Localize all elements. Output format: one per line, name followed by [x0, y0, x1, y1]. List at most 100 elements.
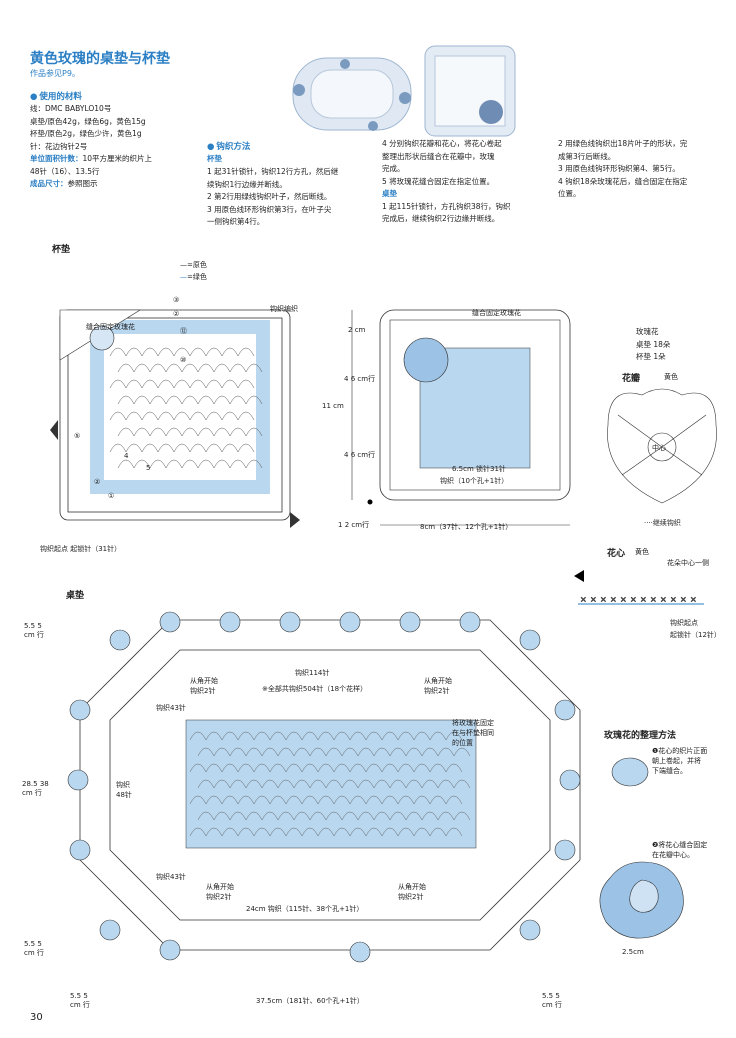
coaster-start-note: 钩织起点 起锁针（31针）: [40, 545, 122, 553]
side-43b: 钩织43针: [156, 873, 186, 881]
rose-info: 玫瑰花 桌垫 18朵 杯垫 1朵: [636, 326, 670, 364]
gauge-value: 10平方厘米的织片上: [82, 154, 153, 163]
materials-list: 线：DMC BABYLO10号 桌垫/原色42g，绿色6g，黄色15g 杯垫/原…: [30, 103, 152, 191]
row-mark: ①: [108, 492, 115, 500]
bottom-inner: 24cm 钩织（115针、38个孔+1针）: [246, 905, 364, 913]
dim-11: 11 cm: [322, 402, 344, 410]
svg-text:×: ×: [670, 595, 677, 604]
row-mark: ③: [173, 296, 180, 304]
corner-br: 从角开始钩织2针: [398, 883, 426, 901]
petal-center: 中心: [652, 444, 666, 452]
coaster-edge-note: 钩织编织: [270, 305, 298, 313]
row-mark: ⑩: [180, 356, 187, 364]
coaster-fill-grid: [90, 320, 270, 494]
svg-text:×: ×: [600, 595, 607, 604]
mat-rose-note: 将玫瑰花固定在与杯垫相同的位置: [452, 719, 494, 747]
method-col2: 4 分别钩织花瓣和花心，将花心卷起 整理出形状后缝合在花瓣中，玫瑰 完成。 5 …: [382, 138, 511, 226]
method-step: 4 钩织18朵玫瑰花后，缝合固定在指定: [558, 176, 688, 186]
method-step: 续钩织1行边缘并断线。: [207, 179, 287, 189]
rose-size: 2.5cm: [622, 948, 644, 956]
petal-chart: [607, 388, 717, 504]
continue-note: ····继续钩织: [644, 519, 681, 527]
materials-line: 针：花边钩针2号: [30, 141, 88, 151]
inner-rows: 钩织（10个孔+1针）: [440, 477, 509, 485]
method-step: 3 用原色线钩环形钩织第4、第5行。: [558, 164, 680, 173]
bottom-outer: 37.5cm（181针、60个孔+1针）: [256, 997, 364, 1005]
size-label: 成品尺寸：: [30, 179, 68, 188]
dim-rose-note: 缝合固定玫瑰花: [472, 309, 521, 317]
rolled-heart-icon: [611, 757, 649, 787]
dim-4-6b: 4 6 cm行: [344, 451, 376, 459]
svg-text:×: ×: [660, 595, 667, 604]
method-step: 完成。: [382, 164, 405, 173]
svg-text:×: ×: [580, 595, 587, 604]
method-coaster-label: 杯垫: [207, 154, 222, 163]
coaster-chart: [50, 309, 300, 528]
heart-color: 黄色: [635, 548, 649, 556]
svg-text:×: ×: [610, 595, 617, 604]
svg-text:×: ×: [640, 595, 647, 604]
dim-4-6: 4 6 cm行: [344, 375, 376, 383]
rose-coaster-count: 杯垫 1朵: [636, 352, 666, 361]
size-value: 参照图示: [67, 179, 98, 188]
corner-tl: 从角开始钩织2针: [190, 677, 218, 695]
materials-line: 桌垫/原色42g，绿色6g，黄色15g: [30, 116, 146, 126]
heart-chain: 起锁针（12针）: [670, 631, 721, 639]
materials-line: 杯垫/原色2g，绿色少许，黄色1g: [30, 129, 142, 138]
method-step: 整理出形状后缝合在花瓣中，玫瑰: [382, 151, 495, 161]
method-step: 成第3行后断线。: [558, 151, 616, 161]
tablemat-chart: [67, 611, 581, 963]
gauge-label: 单位面积针数：: [30, 154, 83, 163]
photo-table-mat: [292, 57, 412, 131]
method-step: 5 将玫瑰花缝合固定在指定位置。: [382, 176, 495, 186]
petal-color: 黄色: [664, 373, 678, 381]
method-step: 1 起115针锁针，方孔钩织38行，钩织: [382, 201, 511, 211]
method-step: 1 起31针锁针，钩织12行方孔，然后继: [207, 167, 339, 176]
tablemat-label: 桌垫: [66, 591, 85, 601]
legend-green: —=绿色: [180, 273, 207, 281]
method-heading: 钩织方法: [207, 140, 250, 152]
method-col1: 1 起31针锁针，钩织12行方孔，然后继 续钩织1行边缘并断线。 2 第2行用绿…: [207, 166, 338, 229]
method-step: 完成后，继续钩织2行边缘并断线。: [382, 214, 500, 223]
arrange-title: 玫瑰花的整理方法: [604, 731, 677, 741]
legend-original-text: =原色: [187, 261, 207, 269]
rose-title: 玫瑰花: [636, 327, 659, 336]
heart-label: 花心: [607, 549, 626, 559]
method-step: 4 分别钩织花瓣和花心，将花心卷起: [382, 139, 502, 148]
side-43a: 钩织43针: [156, 704, 186, 712]
row-mark: ②: [94, 478, 101, 486]
materials-heading: 使用的材料: [30, 90, 82, 102]
petal-label: 花瓣: [622, 374, 641, 384]
svg-text:×: ×: [680, 595, 687, 604]
photo-coaster: [424, 45, 516, 137]
method-step: 2 第2行用绿线钩织叶子，然后断线。: [207, 192, 332, 201]
legend-original: —=原色: [180, 261, 207, 269]
page-number: 30: [30, 1012, 43, 1023]
materials-line: 线：DMC BABYLO10号: [30, 104, 112, 113]
row-mark: 4: [124, 452, 129, 460]
gauge-line2: 48针（16）、13.5行: [30, 166, 100, 176]
method-step: 2 用绿色线钩织出18片叶子的形状，完: [558, 139, 688, 148]
product-photos: [292, 45, 516, 137]
page-reference: 作品参见P9。: [30, 69, 80, 78]
dim-1-2: 1 2 cm行: [338, 521, 370, 529]
heart-start: 钩织起点: [670, 619, 698, 627]
top-stitches: 钩织114针: [295, 669, 330, 677]
corner-tr: 从角开始钩织2针: [424, 677, 452, 695]
dim-2: 2 cm: [348, 326, 366, 334]
svg-text:×: ×: [690, 595, 697, 604]
method-step: 3 用原色线环形钩织第3行，在叶子尖: [207, 204, 332, 214]
row-mark: ⑫: [180, 327, 187, 335]
page-title: 黄色玫瑰的桌垫与杯垫: [30, 51, 170, 67]
arrange-step1: ❶花心的织片正面朝上卷起，并将下端缝合。: [652, 747, 708, 775]
method-step: 一侧钩织第4行。: [207, 217, 265, 226]
svg-text:×: ×: [590, 595, 597, 604]
finished-rose-icon: [599, 861, 684, 939]
method-table-label: 桌垫: [382, 189, 397, 198]
